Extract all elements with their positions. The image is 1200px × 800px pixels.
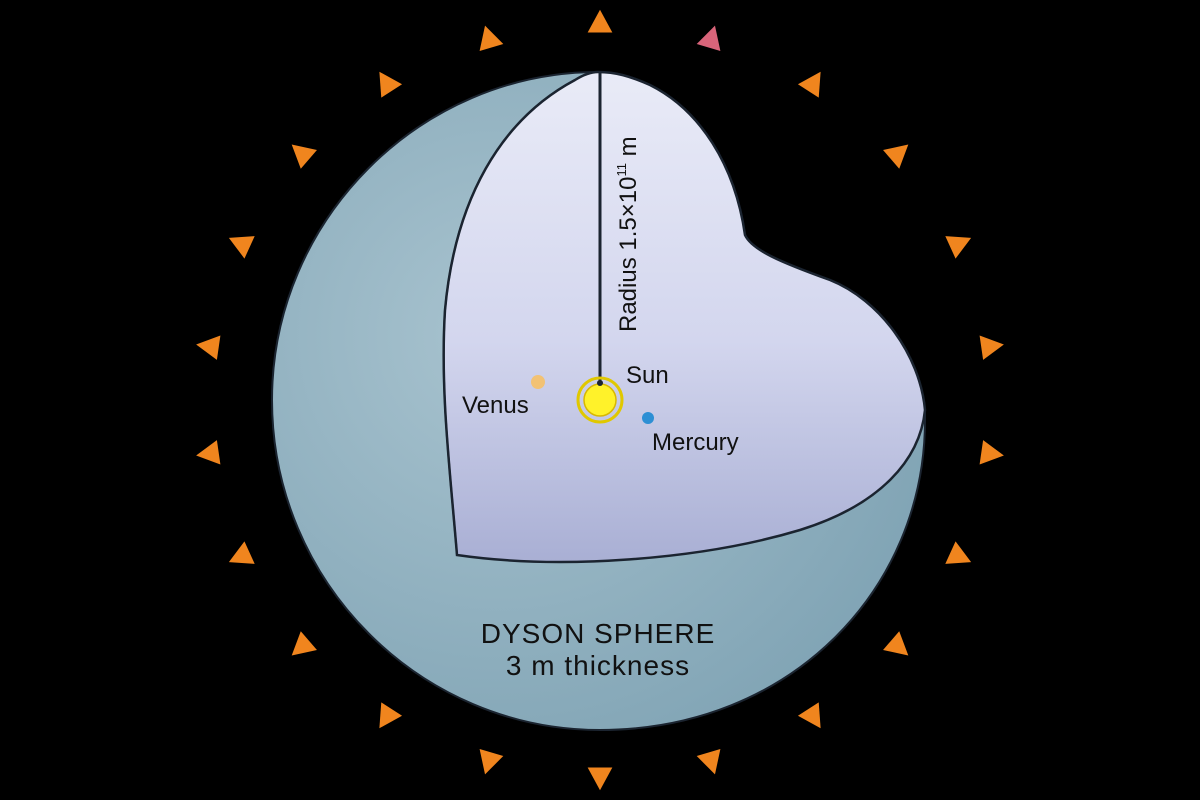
sun-icon [576,376,624,424]
cutaway-rim [442,79,576,556]
orange-triangle-icon [797,71,821,98]
orange-triangle-icon [291,144,317,169]
orange-triangle-icon [979,335,1004,360]
orange-triangle-icon [228,541,255,564]
venus-planet-dot-icon [531,375,545,389]
orange-triangle-icon [196,335,221,360]
mercury-planet-dot-icon [642,412,654,424]
orange-triangle-icon [587,9,613,33]
orange-triangle-icon [587,767,613,791]
sphere-inner-cutaway [442,70,927,564]
orange-triangle-icon [379,702,403,729]
orange-triangle-icon [479,25,504,51]
radius-label-unit: m [615,136,642,163]
orange-triangle-icon [883,144,909,169]
radius-label-prefix: Radius 1.5×10 [615,177,642,332]
orange-triangle-icon [945,236,972,259]
diagram-title: DYSON SPHERE [481,618,716,649]
orange-triangle-icon [883,631,909,656]
radius-label: Radius 1.5×1011 m [614,136,642,332]
mercury-label: Mercury [652,429,739,456]
marker-ring [196,9,1004,791]
radius-label-exponent: 11 [614,163,629,177]
venus-label: Venus [462,392,529,419]
orange-triangle-icon [797,702,821,729]
orange-triangle-icon [979,440,1004,465]
orange-triangle-icon [696,749,721,775]
orange-triangle-icon [291,631,317,656]
orange-triangle-icon [479,749,504,775]
orange-triangle-icon [228,236,255,259]
sun-label: Sun [626,362,669,389]
orange-triangle-icon [945,541,972,564]
orange-triangle-icon [379,71,403,98]
diagram-subtitle: 3 m thickness [506,650,690,681]
highlighted-orange-triangle-icon [696,25,721,51]
orange-triangle-icon [196,440,221,465]
